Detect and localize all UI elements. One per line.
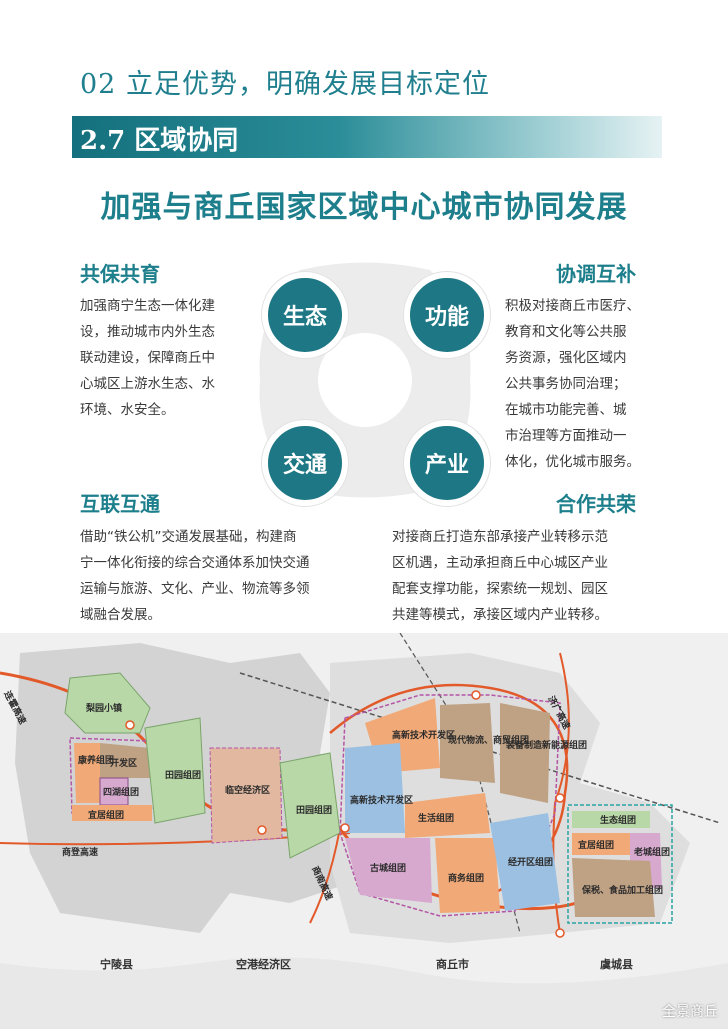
label-kaifa: 开发区	[110, 757, 137, 769]
page-title: 02 立足优势，明确发展目标定位	[80, 69, 490, 100]
label-shenghuo: 生活组团	[418, 812, 454, 824]
interchange-marker	[555, 928, 565, 938]
section-bar: 2.7 区域协同	[72, 116, 662, 158]
zone-kaifa	[100, 743, 150, 778]
zone-shangwu	[435, 838, 500, 913]
label-wuliu: 现代物流、商贸组团	[448, 734, 529, 746]
interchange-marker	[471, 690, 481, 700]
text-line: 教育和文化等公共服	[505, 324, 627, 340]
label-kangyang: 康养组团	[78, 754, 114, 766]
zone-kangyang	[74, 743, 100, 803]
label-liyuan: 梨园小镇	[85, 702, 122, 714]
title-xietiao: 协调互补	[556, 262, 636, 286]
text-gongbao: 加强商宁生态一体化建 设，推动城市内外生态 联动建设，保障商丘中 心城区上游水生…	[80, 293, 215, 423]
interchange-marker	[257, 825, 267, 835]
zone-shengtai	[572, 811, 650, 828]
text-line: 务资源，强化区域内	[505, 350, 627, 366]
zone-baoshui	[572, 858, 655, 917]
interchange-marker	[340, 823, 350, 833]
circle-traffic: 交通	[262, 420, 348, 506]
label-yucheng: 虞城县	[600, 957, 633, 971]
label-ningling: 宁陵县	[100, 957, 133, 971]
label-sihu: 四湖组团	[103, 786, 139, 798]
zone-yiju-left	[72, 805, 152, 821]
zone-linkong	[209, 747, 283, 844]
text-line: 在城市功能完善、城	[505, 402, 627, 418]
text-line: 区机遇，主动承担商丘中心城区产业	[392, 555, 608, 571]
zone-liyuan	[64, 672, 151, 734]
text-line: 对接商丘打造东部承接产业转移示范	[392, 529, 608, 545]
title-hulian: 互联互通	[80, 492, 160, 516]
label-konggang: 空港经济区	[236, 957, 291, 971]
zone-jingkai	[490, 813, 560, 911]
title-hezuo: 合作共荣	[556, 492, 636, 516]
label-shengtai: 生态组团	[600, 814, 636, 826]
circle-function: 功能	[404, 272, 490, 358]
text-line: 加强商宁生态一体化建	[80, 298, 215, 314]
text-line: 心城区上游水生态、水	[80, 376, 215, 392]
label-gucheng: 古城组团	[370, 862, 406, 874]
label-shangwu: 商务组团	[448, 872, 484, 884]
label-gaoxin-1: 高新技术开发区	[392, 729, 455, 741]
headline: 加强与商丘国家区域中心城市协同发展	[100, 190, 628, 225]
label-gaoxin-2: 高新技术开发区	[350, 794, 413, 806]
text-line: 积极对接商丘市医疗、	[505, 298, 640, 314]
label-yiju-left: 宜居组团	[88, 809, 124, 821]
label-baoshui: 保税、食品加工组团	[581, 884, 663, 896]
boundary-right-cluster	[567, 804, 673, 924]
interchange-marker	[125, 720, 135, 730]
text-line: 市治理等方面推动一	[505, 428, 627, 444]
label-shangdeng: 商登高速	[62, 846, 98, 858]
text-xietiao: 积极对接商丘市医疗、 教育和文化等公共服 务资源，强化区域内 公共事务协同治理；…	[505, 293, 640, 475]
text-line: 公共事务协同治理；	[505, 376, 627, 392]
watermark: 全景商丘	[662, 1004, 718, 1020]
zone-yiju-right	[572, 833, 632, 855]
label-tianyuan-1: 田园组团	[165, 769, 201, 781]
circle-industry: 产业	[404, 420, 490, 506]
label-shangqiu: 商丘市	[436, 957, 469, 971]
text-line: 环境、水安全。	[80, 402, 175, 418]
skyline-base	[0, 957, 728, 1029]
text-hezuo: 对接商丘打造东部承接产业转移示范 区机遇，主动承担商丘中心城区产业 配套支撑功能…	[392, 524, 608, 628]
text-line: 运输与旅游、文化、产业、物流等多领	[80, 581, 310, 597]
text-line: 联动建设，保障商丘中	[80, 350, 215, 366]
title-gongbao: 共保共育	[80, 262, 160, 286]
text-line: 借助“铁公机”交通发展基础，构建商	[80, 529, 297, 545]
text-line: 宁一体化衔接的综合交通体系加快交通	[80, 555, 310, 571]
highway-shangnan	[309, 827, 341, 924]
regional-map: 连霍高速 商登高速 商南高速 济广高速 梨园小镇 康养组团 开发区 四湖组团 宜…	[0, 632, 728, 1029]
section-label: 2.7 区域协同	[80, 126, 239, 156]
label-yiju-right: 宜居组团	[578, 839, 614, 851]
interchange-marker	[555, 793, 565, 803]
zone-zhuangbei	[500, 703, 550, 803]
label-laocheng: 老城组团	[633, 846, 670, 858]
text-hulian: 借助“铁公机”交通发展基础，构建商 宁一体化衔接的综合交通体系加快交通 运输与旅…	[80, 524, 310, 628]
text-line: 设，推动城市内外生态	[80, 324, 215, 340]
label-linkong: 临空经济区	[225, 784, 270, 796]
text-line: 共建等模式，承接区域内产业转移。	[392, 607, 608, 623]
circle-ecology: 生态	[262, 272, 348, 358]
map-svg: 连霍高速 商登高速 商南高速 济广高速 梨园小镇 康养组团 开发区 四湖组团 宜…	[0, 632, 728, 1029]
label-jingkai: 经开区组团	[508, 856, 553, 868]
text-line: 域融合发展。	[80, 607, 161, 623]
text-line: 配套支撑功能，探索统一规划、园区	[392, 581, 608, 597]
zone-gucheng	[345, 838, 432, 903]
zone-wuliu	[440, 703, 495, 783]
label-tianyuan-2: 田园组团	[296, 804, 332, 816]
zone-shenghuo	[405, 793, 490, 838]
zone-tianyuan-1	[144, 717, 206, 824]
text-line: 体化，优化城市服务。	[505, 454, 640, 470]
label-zhuangbei: 装备制造新能源组团	[505, 739, 587, 751]
zone-gaoxin-2	[345, 743, 405, 833]
